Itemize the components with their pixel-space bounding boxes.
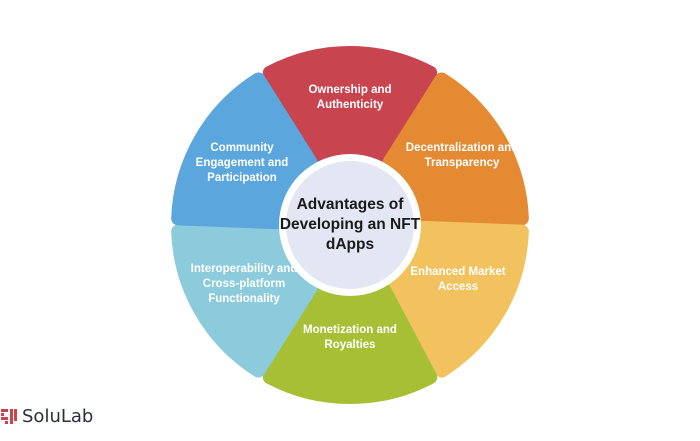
petal-monetization [262,283,438,404]
petal-interoperability [171,220,318,378]
petal-label-ownership: Ownership and Authenticity [308,84,392,111]
petal-label-community: Community Engagement and Participation [195,141,289,184]
center-circle-fill [286,161,414,289]
petal-label-decentralization: Decentralization and Transparency [405,142,519,169]
solulab-logo-icon [0,407,18,425]
petal-label-interoperability: Interoperability and Cross-platform Func… [190,262,298,305]
petals-group [171,46,529,404]
petal-label-market: Enhanced Market Access [410,266,506,293]
petal-decentralization [382,72,529,230]
petal-ownership [262,46,438,167]
petal-community [171,72,318,230]
center-title: Advantages of Developing an NFT dApps [279,196,421,253]
logo-text: SoluLab [22,405,94,427]
petal-market [382,220,529,378]
solulab-logo: SoluLab [0,404,93,428]
petal-label-monetization: Monetization and Royalties [303,324,397,351]
